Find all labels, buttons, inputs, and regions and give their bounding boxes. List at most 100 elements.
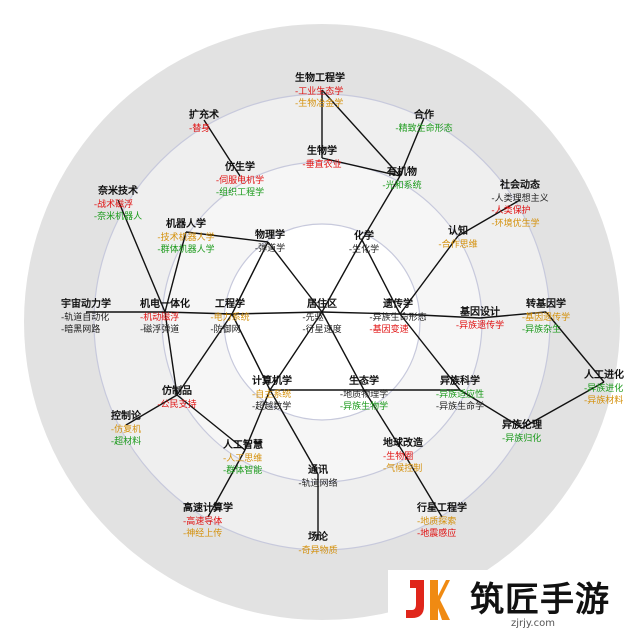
- edge-zhuanjiyinxue-rengongjinhua: [545, 311, 605, 383]
- node-fangshengxue[interactable]: 仿生学-伺服电机学-组织工程学: [216, 162, 264, 200]
- node-item: -磁浮弹道: [140, 325, 180, 335]
- node-shehuidongtai[interactable]: 社会动态 -人类理想主义 -人类保护 -环境优生学: [491, 180, 548, 230]
- edge-gongchengxue-jidianyitihua: [164, 311, 233, 315]
- edge-jidianyitihua-fangzhipin: [164, 311, 178, 396]
- node-kuochongshu[interactable]: 扩充术 -替身: [189, 110, 219, 135]
- edge-yichuanxue-renzhi: [399, 235, 459, 315]
- node-item: -超越数学: [252, 402, 292, 412]
- node-title: 基因设计: [460, 307, 500, 318]
- node-yuzhoudonglixue[interactable]: 宇宙动力学-轨道自动化-暗黑网路: [61, 299, 111, 337]
- edge-shengtaixue-diqiugaizao: [363, 389, 404, 453]
- edge-yichuanxue-jiyinsheji: [399, 313, 481, 319]
- node-item: -高速导体: [183, 516, 223, 527]
- node-item: -基因遗传学: [521, 312, 571, 323]
- node-jidianyitihua[interactable]: 机电一体化-机动磁浮-磁浮弹道: [140, 299, 190, 337]
- edge-juzhuqu-jisuanjixue: [269, 311, 323, 391]
- edge-jisuanjixue-tongxun: [269, 389, 319, 475]
- node-item: -技术机器人学: [157, 232, 215, 243]
- node-title: 遗传学: [383, 299, 413, 310]
- node-item: -光和系统: [382, 180, 422, 191]
- node-title: 物理学: [255, 230, 285, 241]
- node-wulixue[interactable]: 物理学 -弹道学: [255, 230, 285, 255]
- edge-yichuanxue-yizukexue: [399, 313, 461, 391]
- edge-jiyinsheji-zhuanjiyinxue: [479, 311, 547, 319]
- node-jisuanjixue[interactable]: 计算机学-自主系统-超越数学: [252, 376, 292, 414]
- edge-wulixue-gongchengxue: [231, 241, 269, 315]
- node-item: -异族进化: [584, 383, 624, 394]
- node-rengongjinhua[interactable]: 人工进化-异族进化-异族材料: [584, 370, 624, 408]
- node-item: -仿复机: [110, 424, 142, 435]
- node-item: -人类理想主义: [491, 193, 549, 204]
- node-gongchengxue[interactable]: 工程学-电力系统-防御网: [210, 299, 249, 337]
- node-item: -奈米机器人: [93, 212, 143, 222]
- node-huaxue[interactable]: 化学-生化学: [349, 231, 379, 256]
- node-title: 机器人学: [166, 219, 206, 230]
- node-zhuanjiyinxue[interactable]: 转基因学-基因遗传学-异族杂生: [522, 299, 570, 337]
- node-naimijishu[interactable]: 奈米技术-战术磁浮-奈米机器人: [94, 186, 142, 224]
- node-item: -伺服电机学: [215, 175, 265, 186]
- node-item: -超材料: [110, 437, 142, 447]
- node-item: -人类保护: [491, 206, 531, 216]
- node-jiqirenxue[interactable]: 机器人学 -技术机器人学 -群体机器人学: [157, 219, 214, 257]
- edge-shengwuxue-youjiwu: [321, 157, 401, 177]
- node-item: -轨道自动化: [61, 312, 110, 323]
- node-yizukexue[interactable]: 异族科学-异族适应性-异族生命学: [436, 376, 484, 414]
- watermark-name: 筑匠手游: [470, 580, 610, 620]
- node-diqiugaizao[interactable]: 地球改造-生物圈-气候控制: [383, 438, 423, 476]
- edge-juzhuqu-shengtaixue: [321, 311, 365, 391]
- node-item: -异族材料: [584, 396, 624, 406]
- node-item: -群体智能: [223, 466, 263, 476]
- node-changlun[interactable]: 场论-奇异物质: [298, 532, 337, 557]
- node-juzhuqu[interactable]: 居住区-先驱-行星速度: [302, 299, 341, 337]
- edge-diqiugaizao-xingxinggongchengxue: [402, 451, 443, 518]
- node-title: 有机物: [387, 167, 417, 178]
- node-item: -异族生物学: [339, 402, 389, 412]
- node-yizulunli[interactable]: 异族伦理-异族归化: [502, 420, 542, 445]
- node-title: 认知: [448, 226, 468, 237]
- edge-fangzhipin-kongzhilun: [125, 394, 178, 426]
- node-tongxun[interactable]: 通讯-轨道网络: [298, 465, 337, 490]
- edge-yizukexue-yizulunli: [459, 389, 523, 429]
- node-rengongzhihui[interactable]: 人工智慧-人工思维-群体智能: [223, 440, 263, 478]
- node-kongzhilun[interactable]: 控制论-仿复机-超材料: [111, 411, 141, 449]
- edge-juzhuqu-yichuanxue: [321, 311, 401, 315]
- node-title: 社会动态: [500, 180, 540, 191]
- node-shengwuxue[interactable]: 生物学 -垂直农业: [302, 146, 341, 171]
- node-shengwugongchengxue[interactable]: 生物工程学-工业生态学-生物冶金学: [295, 73, 345, 111]
- node-item: -群体机器人学: [157, 245, 215, 255]
- node-title: 奈米技术: [98, 186, 138, 197]
- node-item: -垂直农业: [302, 159, 342, 170]
- node-gaosujisuanxue[interactable]: 高速计算学-高速导体-神经上传: [183, 503, 233, 541]
- node-item: -地质物理学: [339, 389, 389, 400]
- node-item: -精致生命形态: [395, 123, 453, 134]
- node-yichuanxue[interactable]: 遗传学-异族生命形态-基因变速: [369, 299, 426, 337]
- node-title: 地球改造: [383, 438, 423, 449]
- node-jiyinsheji[interactable]: 基因设计-异族遗传学: [456, 307, 504, 332]
- node-item: -异族杂生: [521, 325, 562, 335]
- node-fangzhipin[interactable]: 仿制品-公民支持: [157, 386, 196, 411]
- edge-jidianyitihua-naimijishu: [117, 199, 166, 313]
- edge-rengongzhihui-gaosujisuanxue: [207, 449, 246, 518]
- node-title: 行星工程学: [417, 503, 467, 514]
- node-hezuo[interactable]: 合作-精致生命形态: [395, 110, 452, 135]
- node-title: 工程学: [215, 299, 245, 310]
- node-youjiwu[interactable]: 有机物 -光和系统: [382, 167, 421, 192]
- edge-juzhuqu-wulixue: [267, 241, 323, 313]
- node-xingxinggongchengxue[interactable]: 行星工程学-地质探索-地震感应: [417, 503, 467, 541]
- center-ring: [223, 223, 421, 421]
- watermark-url: zjrjy.com: [511, 618, 555, 629]
- node-shengtaixue[interactable]: 生态学-地质物理学-异族生物学: [340, 376, 388, 414]
- node-title: 居住区: [307, 299, 337, 310]
- node-item: -暗黑网路: [61, 325, 101, 335]
- node-item: -环境优生学: [491, 218, 540, 229]
- node-title: 生物学: [307, 146, 337, 157]
- edge-fangshengxue-kuochongshu: [203, 119, 241, 177]
- edge-juzhuqu-huaxue: [321, 239, 363, 313]
- node-renzhi[interactable]: 认知-合作思维: [438, 226, 477, 251]
- node-title: 扩充术: [189, 110, 219, 121]
- node-item: -异族适应性: [435, 389, 485, 400]
- node-title: 仿制品: [162, 386, 192, 397]
- node-item: -替身: [189, 123, 211, 134]
- node-item: -弹道学: [254, 243, 286, 254]
- edge-yizulunli-rengongjinhua: [521, 381, 605, 429]
